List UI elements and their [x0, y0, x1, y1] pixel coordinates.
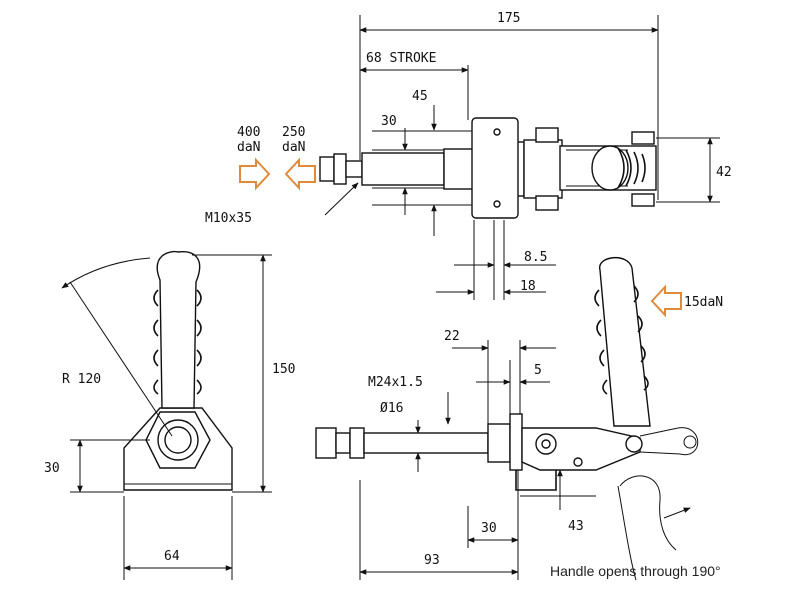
handle-note: Handle opens through 190°	[550, 563, 721, 579]
label-43: 43	[568, 519, 584, 534]
label-22: 22	[444, 329, 460, 344]
radius-line	[69, 281, 173, 437]
label-unit-250: daN	[282, 140, 305, 155]
label-dia16: Ø16	[380, 401, 403, 416]
label-stroke: 68 STROKE	[366, 51, 436, 66]
label-8-5: 8.5	[524, 250, 547, 265]
label-m10x35: M10x35	[205, 211, 252, 226]
label-64: 64	[164, 549, 180, 564]
label-175: 175	[497, 11, 520, 26]
label-150: 150	[272, 362, 295, 377]
label-42: 42	[716, 165, 732, 180]
front-view	[315, 257, 699, 581]
label-r120: R 120	[62, 372, 101, 387]
label-force-400: 400	[237, 125, 260, 140]
side-view	[61, 250, 272, 580]
label-30-top: 30	[381, 114, 397, 129]
label-unit-400: daN	[237, 140, 260, 155]
force-arrow-250	[284, 157, 316, 191]
label-force-250: 250	[282, 125, 305, 140]
label-m24: M24x1.5	[368, 375, 423, 390]
label-30-front: 30	[481, 521, 497, 536]
label-45: 45	[412, 89, 428, 104]
label-18: 18	[520, 279, 536, 294]
label-5: 5	[534, 363, 542, 378]
label-93: 93	[424, 553, 440, 568]
label-force-15: 15daN	[684, 295, 723, 310]
top-view	[319, 15, 720, 300]
force-arrow-15	[650, 284, 682, 318]
label-30-side: 30	[44, 461, 60, 476]
force-arrow-400	[239, 157, 271, 191]
